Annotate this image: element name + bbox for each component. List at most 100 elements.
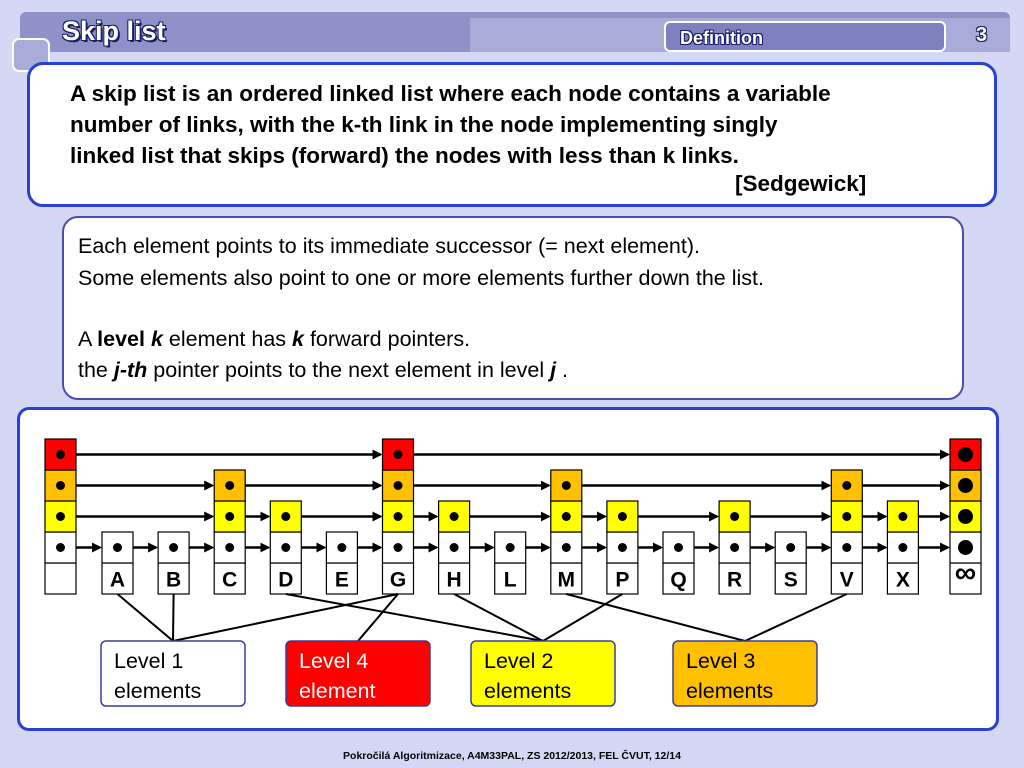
legend-level-1: Level 1 elements (100, 640, 246, 707)
legend-box (470, 640, 616, 707)
legend-line-1: Level 4 (299, 649, 368, 673)
pointer-dot (225, 481, 235, 490)
node-key-cell (886, 562, 920, 595)
node-V: V (830, 469, 863, 595)
definition-line: A skip list is an ordered linked list wh… (70, 81, 831, 106)
pointer-dot (393, 450, 403, 459)
node-key-cell (325, 562, 358, 595)
legend-box (285, 640, 431, 707)
legend-connector (172, 593, 399, 642)
legend-line-1: Level 1 (114, 649, 183, 673)
node-key-label: V (840, 569, 854, 592)
citation: [Sedgewick] (735, 171, 867, 196)
legend-level-2: Level 2 elements (470, 640, 616, 707)
pointer-dot (842, 512, 852, 521)
pointer-dot (958, 509, 973, 524)
section-tab: Definition (664, 21, 946, 52)
definition-line: linked list that skips (forward) the nod… (70, 143, 739, 168)
node-R: R (718, 500, 751, 595)
pointer-dot (393, 512, 403, 521)
tail-node: ∞ (949, 438, 982, 595)
definition-box (27, 62, 997, 207)
node-key-label: E (335, 569, 349, 592)
pointer-dot (958, 447, 973, 462)
pointer-dot (730, 512, 740, 521)
explanation-box (62, 216, 964, 400)
node-key-label: B (166, 569, 181, 592)
node-key-label: X (896, 569, 910, 592)
legend-line-1: Level 2 (484, 649, 553, 673)
node-A: A (101, 531, 134, 595)
node-key-cell (438, 562, 471, 595)
node-key-label: C (222, 569, 237, 592)
definition-line: number of links, with the k-th link in t… (70, 112, 778, 137)
pointer-dot (505, 543, 515, 552)
pointer-dot (842, 481, 852, 490)
legend-connector (357, 593, 399, 642)
legend-line-2: elements (484, 679, 571, 703)
pointer-dot (393, 481, 403, 490)
node-M: M (550, 469, 583, 595)
node-key-cell (606, 562, 639, 595)
explanation-line-3: A level k element has k forward pointers… (78, 327, 471, 351)
pointer-dot (225, 543, 235, 552)
explanation-line-1: Each element points to its immediate suc… (78, 234, 700, 258)
legend-connector (744, 593, 848, 642)
explanation-line-2: Some elements also point to one or more … (78, 266, 764, 290)
node-S: S (774, 531, 807, 595)
pointer-dot (113, 543, 122, 552)
node-E: E (325, 531, 358, 595)
legend-line-1: Level 3 (686, 649, 755, 673)
pointer-dot (56, 481, 65, 490)
legend-line-2: element (299, 679, 376, 703)
node-key-label: R (727, 569, 742, 592)
pointer-dot (281, 543, 291, 552)
node-X: X (886, 500, 920, 595)
pointer-dot (449, 512, 459, 521)
node-key-cell (830, 562, 863, 595)
legend-box (100, 640, 246, 707)
slide-title: Skip list (62, 16, 166, 46)
legend-box (672, 640, 818, 707)
legend-connector (542, 593, 623, 642)
node-B: B (157, 531, 190, 595)
legend-connector (172, 593, 175, 642)
pointer-dot (958, 540, 973, 555)
legend-line-2: elements (114, 679, 201, 703)
head-node (44, 438, 77, 595)
pointer-dot (225, 512, 235, 521)
legend-level-3: Level 3 elements (672, 640, 818, 707)
node-key-label: Q (670, 569, 686, 592)
node-key-label: P (615, 569, 629, 592)
pointer-dot (842, 543, 852, 552)
pointer-dot (393, 543, 403, 552)
pointer-dot (449, 543, 459, 552)
node-key-cell (44, 562, 77, 595)
pointer-dot (56, 543, 65, 552)
pointer-dot (898, 512, 908, 521)
node-key-label: G (390, 569, 406, 592)
node-key-label: ∞ (955, 557, 976, 590)
page-number: 3 (976, 24, 988, 46)
node-C: C (213, 469, 246, 595)
pointer-dot (561, 543, 571, 552)
pointer-dot (281, 512, 291, 521)
pointer-dot (617, 512, 627, 521)
node-H: H (438, 500, 471, 595)
pointer-dot (561, 512, 571, 521)
pointer-dot (169, 543, 179, 552)
legend-line-2: elements (686, 679, 773, 703)
section-label: Definition (680, 28, 763, 48)
node-key-cell (949, 562, 982, 595)
pointer-dot (617, 543, 627, 552)
explanation-line-4: the j-th pointer points to the next elem… (78, 358, 569, 382)
pointer-dot (786, 543, 796, 552)
legend-connector (566, 593, 746, 642)
node-G: G (381, 438, 415, 595)
node-D: D (269, 500, 302, 595)
node-key-label: D (278, 569, 293, 592)
pointer-cell (949, 438, 982, 471)
pointer-dot (337, 543, 347, 552)
legend-connector (453, 593, 544, 642)
